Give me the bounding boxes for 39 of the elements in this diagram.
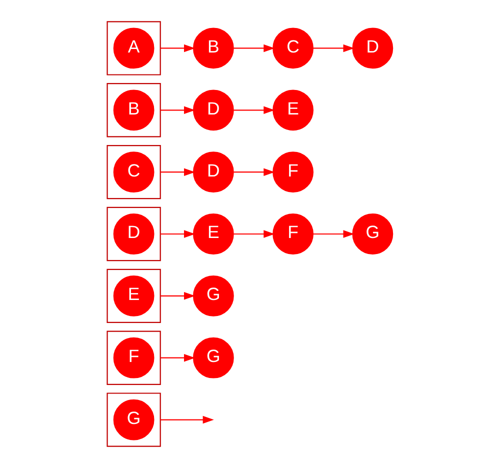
arrow <box>233 168 274 176</box>
cluster <box>106 83 160 138</box>
cluster <box>106 392 160 447</box>
cluster <box>106 268 160 324</box>
node-circle: G <box>192 275 234 316</box>
node-circle: G <box>352 214 393 254</box>
arrow <box>160 168 195 176</box>
node-circle: D <box>192 90 234 131</box>
node-circle: E <box>272 90 313 131</box>
node-circle: C <box>272 28 313 69</box>
arrow <box>160 416 214 424</box>
arrow <box>160 230 195 238</box>
node-circle: D <box>112 214 154 254</box>
cluster <box>106 21 160 76</box>
arrow <box>160 44 195 52</box>
arrow <box>233 44 274 52</box>
node-circle: A <box>112 28 154 69</box>
arrow <box>233 230 274 238</box>
arrow <box>160 354 195 362</box>
node-circle: G <box>192 337 234 378</box>
cluster <box>106 330 160 385</box>
node-circle: D <box>192 152 234 193</box>
arrow <box>312 44 354 52</box>
node-circle: F <box>272 214 313 254</box>
node-circle: E <box>192 214 234 254</box>
node-circle: F <box>272 152 313 193</box>
node-circle: B <box>112 90 154 131</box>
node-circle: B <box>192 28 234 69</box>
arrow <box>160 292 195 300</box>
arrow <box>312 230 354 238</box>
node-circle: C <box>112 152 154 193</box>
node-circle: F <box>112 337 154 378</box>
node-circle: E <box>112 275 154 316</box>
node-circle: G <box>112 399 154 440</box>
node-circle: D <box>352 28 393 69</box>
cluster <box>106 144 160 200</box>
cluster <box>106 206 160 262</box>
arrow <box>160 106 195 114</box>
arrow <box>233 106 274 114</box>
